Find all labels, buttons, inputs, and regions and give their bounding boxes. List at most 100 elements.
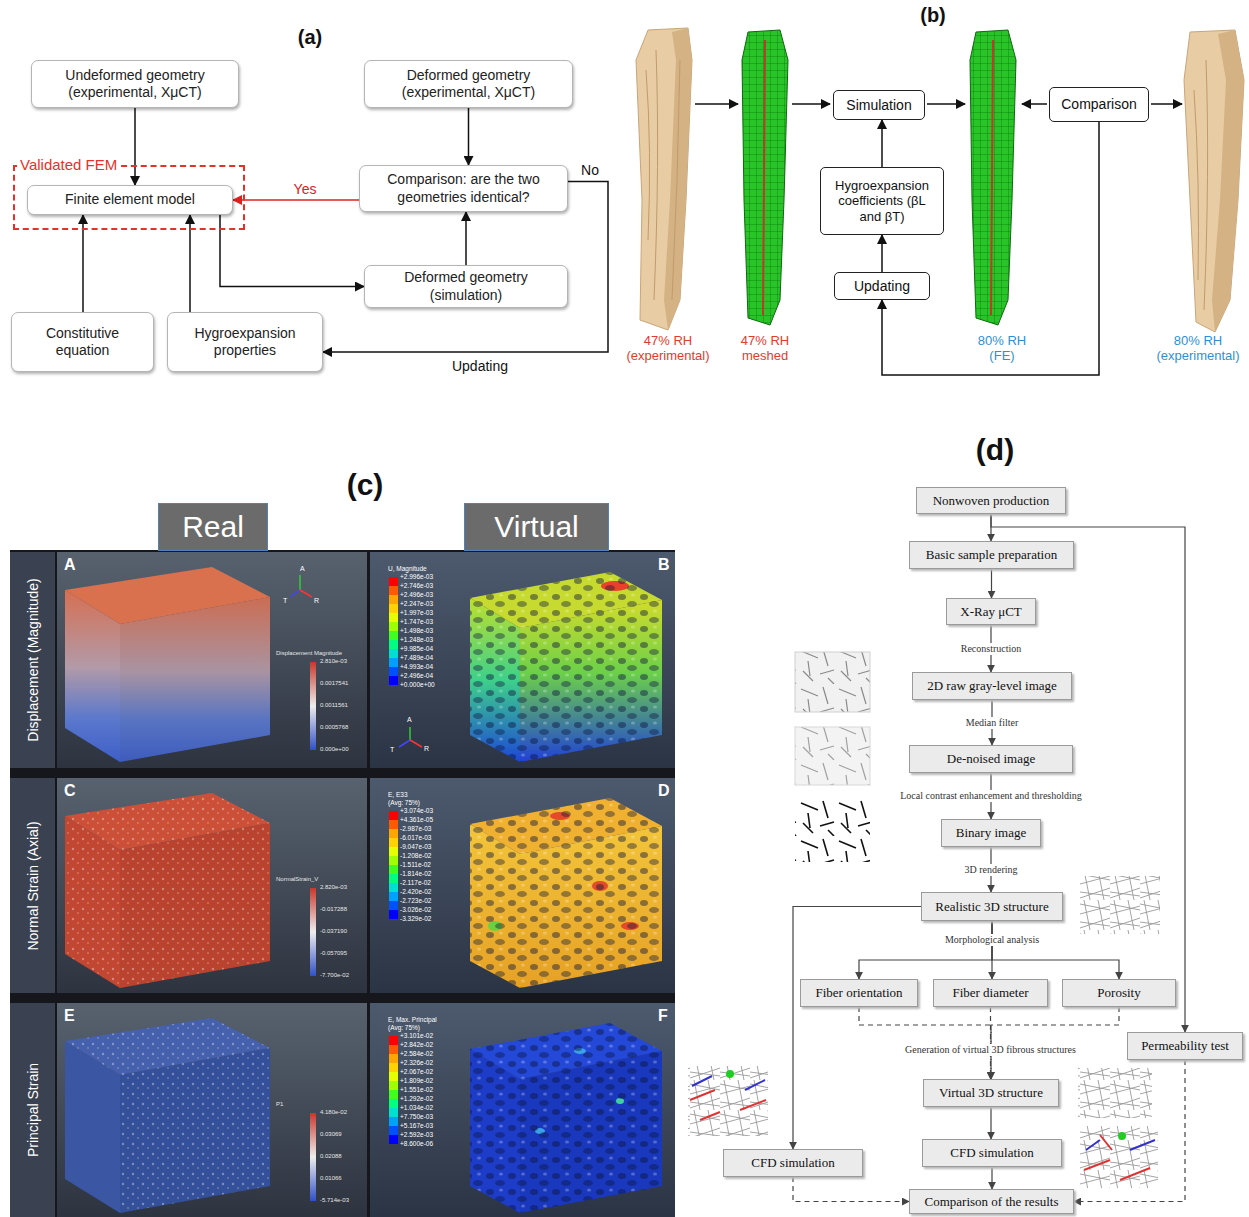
panel-grid xyxy=(57,778,367,993)
panel-grid xyxy=(57,1003,367,1217)
colorbar-value: +3.074e-03 xyxy=(400,807,433,814)
process-box: Realistic 3D structure xyxy=(921,892,1063,921)
fiber-mesh-80 xyxy=(970,30,1016,325)
colorbar-title: P1 xyxy=(276,1101,283,1108)
fiber-experimental-47 xyxy=(646,50,680,300)
connector xyxy=(233,199,359,201)
virtual-cube-principal-strain xyxy=(470,1049,520,1213)
image-letter: A xyxy=(64,556,76,574)
node-text: Hygroexpansion coefficients (βL and βT) xyxy=(827,178,937,225)
colorbar-value: -1.814e-02 xyxy=(400,870,431,877)
process-box: Undeformed geometry (experimental, XμCT) xyxy=(31,60,239,108)
color-bar xyxy=(389,811,398,919)
color-bar xyxy=(310,1113,316,1201)
panel-grid xyxy=(10,550,675,1217)
colorbar-value: +2.496e-03 xyxy=(400,591,433,598)
node-text: Comparison of the results xyxy=(925,1194,1059,1210)
virtual-cube-displacement xyxy=(520,600,662,762)
virtual-cube-displacement xyxy=(520,600,662,762)
colorbar-title: E, E33 xyxy=(388,791,408,798)
connector xyxy=(859,921,992,979)
fiber-experimental-47 xyxy=(636,28,692,330)
connector xyxy=(881,235,883,272)
colorbar-value: -5.714e-03 xyxy=(320,1197,349,1204)
fiber-mesh-80 xyxy=(970,30,1016,325)
colorbar-title: Displacement Magnitude xyxy=(276,650,342,657)
state-label: 47% RH (experimental) xyxy=(618,334,718,364)
connector xyxy=(991,1007,1119,1079)
colorbar-value: +2.746e-03 xyxy=(400,582,433,589)
axis-triad xyxy=(299,575,301,590)
colorbar-value: +5.167e-03 xyxy=(400,1122,433,1129)
colorbar-value: -1.511e-02 xyxy=(400,861,431,868)
colorbar-value: -3.329e-02 xyxy=(400,915,431,922)
axis-triad xyxy=(290,590,300,597)
panel-letter: (d) xyxy=(976,433,1014,468)
image-letter: B xyxy=(658,556,670,574)
axis-triad xyxy=(300,590,312,597)
node-text: Virtual 3D structure xyxy=(939,1085,1043,1101)
panel-letter: (b) xyxy=(920,4,946,27)
node-text: Hygroexpansion properties xyxy=(174,325,316,360)
real-cube-principal-strain xyxy=(120,1048,270,1213)
image-thumbnail xyxy=(1078,1068,1152,1118)
node-text: Deformed geometry (experimental, XμCT) xyxy=(371,67,566,102)
image-thumbnail xyxy=(1080,1126,1158,1188)
real-cube-principal-strain xyxy=(65,1018,270,1213)
real-cube-displacement xyxy=(65,567,270,762)
colorbar-value: +8.600e-06 xyxy=(400,1140,433,1147)
image-thumbnail xyxy=(1084,1135,1150,1180)
colorbar-value: -2.420e-02 xyxy=(400,888,431,895)
column-header: Real xyxy=(158,503,268,551)
connector xyxy=(990,1107,991,1139)
color-bar xyxy=(389,577,398,685)
colorbar-value: +7.489e-04 xyxy=(400,654,433,661)
node-text: Deformed geometry (simulation) xyxy=(371,269,561,304)
edge-label: Median filter xyxy=(963,717,1021,729)
column-header: Virtual xyxy=(464,503,609,551)
real-cube-displacement xyxy=(65,590,120,762)
node-text: Comparison: are the two geometries ident… xyxy=(366,171,561,206)
node-text: Basic sample preparation xyxy=(926,547,1057,563)
connector xyxy=(991,1167,992,1189)
process-box: Basic sample preparation xyxy=(909,541,1074,569)
colorbar-value: +1.292e-02 xyxy=(400,1095,433,1102)
colorbar-value: +7.750e-03 xyxy=(400,1113,433,1120)
colorbar-value: 0.0011561 xyxy=(320,702,348,709)
panel-grid xyxy=(370,1003,675,1217)
process-box: Comparison xyxy=(1049,87,1149,122)
colorbar-value: +2.842e-02 xyxy=(400,1041,433,1048)
virtual-cube-normal-strain xyxy=(520,826,662,988)
fiber-mesh-47 xyxy=(742,30,788,325)
fiber-mesh-80 xyxy=(991,40,993,315)
connector xyxy=(992,921,1119,979)
fiber-mesh-47 xyxy=(763,40,765,315)
virtual-cube-principal-strain xyxy=(520,1051,662,1213)
colorbar-value: 0.000e+00 xyxy=(320,746,349,753)
colorbar-value: 4.180e-02 xyxy=(320,1109,347,1116)
process-box: Fiber diameter xyxy=(933,979,1048,1007)
virtual-cube-principal-strain xyxy=(470,1023,662,1213)
axis-letter: R xyxy=(424,745,429,753)
color-bar xyxy=(310,888,316,976)
colorbar-value: -3.026e-02 xyxy=(400,906,431,913)
colorbar-value: 2.810e-03 xyxy=(320,658,347,665)
image-thumbnail xyxy=(688,652,1160,1188)
axis-letter: R xyxy=(314,597,319,605)
connector xyxy=(134,108,136,185)
colorbar-value: 0.01066 xyxy=(320,1175,342,1182)
process-box: CFD simulation xyxy=(723,1149,863,1177)
colorbar-value: +1.747e-03 xyxy=(400,618,433,625)
node-text: Real xyxy=(182,510,244,544)
connector xyxy=(881,120,883,167)
process-box: Finite element model xyxy=(27,185,233,215)
node-text: 2D raw gray-level image xyxy=(927,678,1057,694)
line-label: Updating xyxy=(452,358,508,374)
process-box: Comparison of the results xyxy=(909,1189,1074,1214)
image-thumbnail xyxy=(795,727,870,785)
node-text: Realistic 3D structure xyxy=(935,899,1048,915)
virtual-cube-normal-strain xyxy=(470,798,662,988)
node-text: Fiber diameter xyxy=(952,985,1028,1001)
panel-grid xyxy=(10,778,55,993)
